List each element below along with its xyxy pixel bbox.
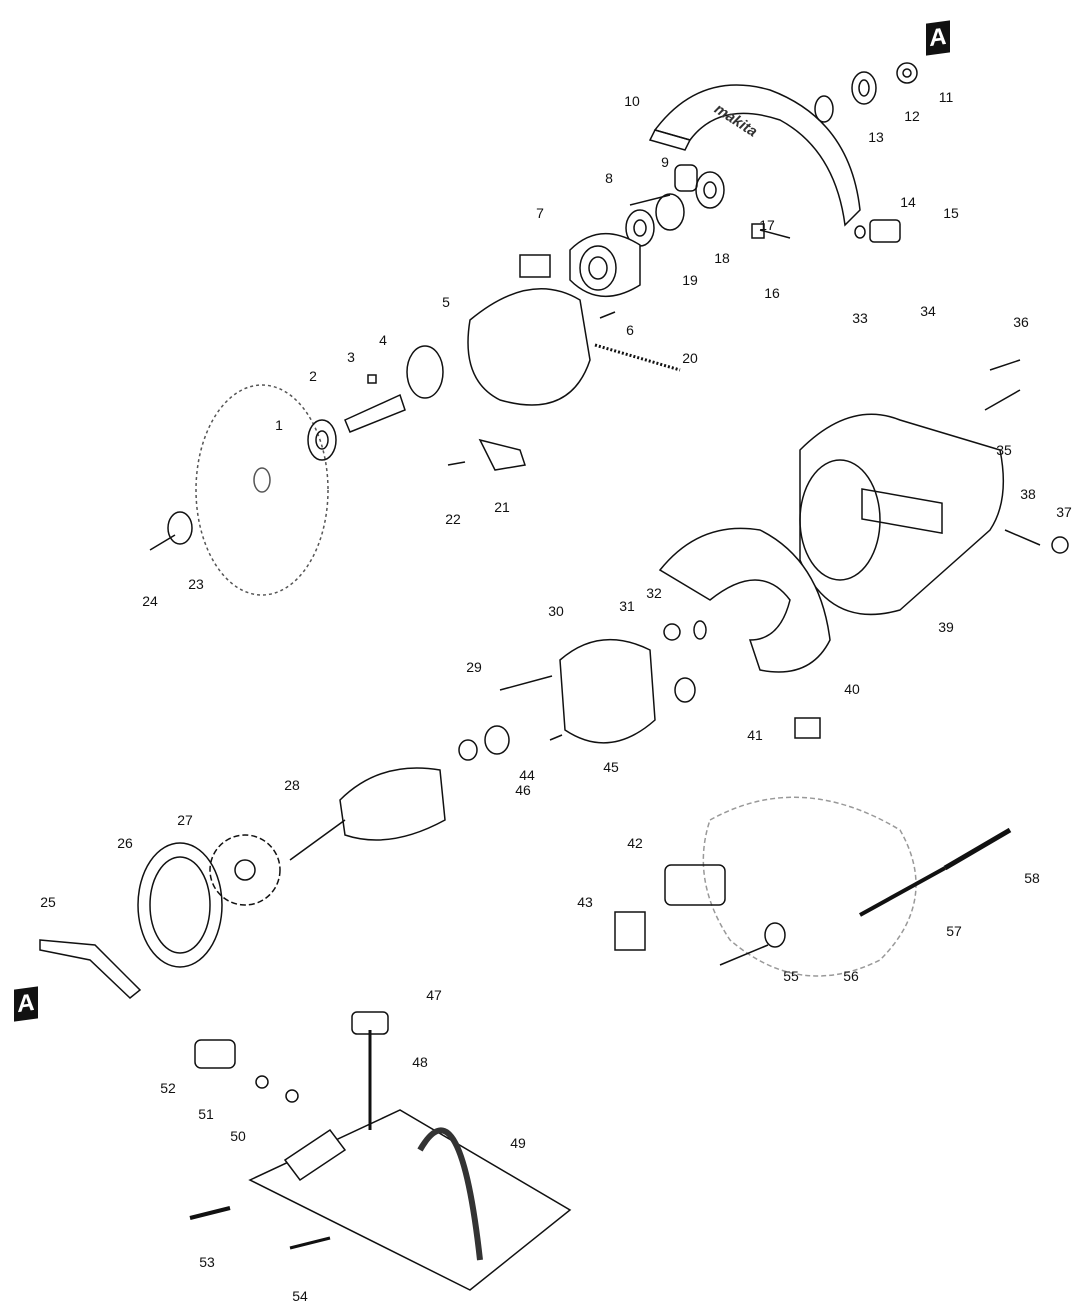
part-label: 29 xyxy=(466,659,482,675)
motor-housing xyxy=(799,413,1005,616)
part-label: 14 xyxy=(900,194,916,210)
part-label: 36 xyxy=(1013,314,1029,330)
part-label: 4 xyxy=(379,332,387,348)
handle xyxy=(658,527,831,673)
part-label: 58 xyxy=(1024,870,1040,886)
part-label: 27 xyxy=(177,812,193,828)
part-label: 12 xyxy=(904,108,920,124)
part-label: 48 xyxy=(412,1054,428,1070)
part-label: 30 xyxy=(548,603,564,619)
part-label: 40 xyxy=(844,681,860,697)
part-label: 34 xyxy=(920,303,936,319)
field xyxy=(559,638,656,744)
part-label: 41 xyxy=(747,727,763,743)
part-label: 15 xyxy=(943,205,959,221)
part-label: 52 xyxy=(160,1080,176,1096)
part-label: 19 xyxy=(682,272,698,288)
part-label: 2 xyxy=(309,368,317,384)
ghost-housing xyxy=(702,796,917,977)
part-label: 5 xyxy=(442,294,450,310)
lower-guard xyxy=(467,288,591,406)
part-label: 35 xyxy=(996,442,1012,458)
armature xyxy=(339,767,446,841)
reference-marker-a-top: A xyxy=(926,20,950,56)
part-label: 18 xyxy=(714,250,730,266)
part-label: 1 xyxy=(275,417,283,433)
part-label: 26 xyxy=(117,835,133,851)
part-label: 17 xyxy=(759,217,775,233)
part-label: 23 xyxy=(188,576,204,592)
part-label: 6 xyxy=(626,322,634,338)
part-label: 20 xyxy=(682,350,698,366)
reference-marker-a-bottom: A xyxy=(14,986,38,1022)
part-label: 3 xyxy=(347,349,355,365)
part-label: 22 xyxy=(445,511,461,527)
part-label: 51 xyxy=(198,1106,214,1122)
part-label: 28 xyxy=(284,777,300,793)
part-label: 56 xyxy=(843,968,859,984)
part-label: 9 xyxy=(661,154,669,170)
part-label: 43 xyxy=(577,894,593,910)
part-label: 53 xyxy=(199,1254,215,1270)
part-label: 32 xyxy=(646,585,662,601)
part-label: 42 xyxy=(627,835,643,851)
part-label: 25 xyxy=(40,894,56,910)
blade-guard xyxy=(653,84,861,227)
saw-blade xyxy=(195,384,329,596)
part-label: 50 xyxy=(230,1128,246,1144)
part-label: 33 xyxy=(852,310,868,326)
fan xyxy=(209,834,281,906)
part-label: 11 xyxy=(938,89,954,105)
part-label: 13 xyxy=(868,129,884,145)
part-label: 44 xyxy=(519,767,535,783)
part-label: 55 xyxy=(783,968,799,984)
part-label: 31 xyxy=(619,598,635,614)
part-label: 21 xyxy=(494,499,510,515)
part-label: 49 xyxy=(510,1135,526,1151)
part-label: 7 xyxy=(536,205,544,221)
part-label: 54 xyxy=(292,1288,308,1304)
part-label: 46 xyxy=(515,782,531,798)
part-label: 10 xyxy=(624,93,640,109)
part-label: 16 xyxy=(764,285,780,301)
part-label: 57 xyxy=(946,923,962,939)
part-label: 37 xyxy=(1056,504,1072,520)
part-label: 47 xyxy=(426,987,442,1003)
part-label: 45 xyxy=(603,759,619,775)
part-label: 38 xyxy=(1020,486,1036,502)
part-label: 39 xyxy=(938,619,954,635)
part-label: 24 xyxy=(142,593,158,609)
part-label: 8 xyxy=(605,170,613,186)
